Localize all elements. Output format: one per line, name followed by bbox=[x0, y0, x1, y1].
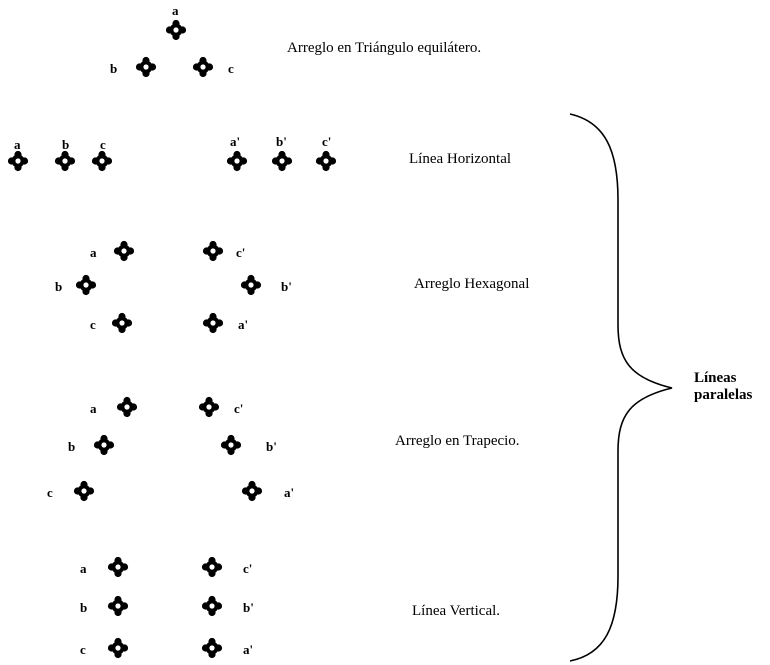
label-b-prime: b' bbox=[281, 279, 292, 294]
conductor-icon bbox=[107, 595, 129, 617]
conductor-icon bbox=[240, 274, 262, 296]
horizontal-title: Línea Horizontal bbox=[409, 151, 512, 167]
conductor-icon bbox=[54, 150, 76, 172]
label-c: c bbox=[80, 642, 86, 657]
conductor-icon bbox=[315, 150, 337, 172]
conductor-icon bbox=[192, 56, 214, 78]
conductor-icon bbox=[201, 556, 223, 578]
label-a-prime: a' bbox=[243, 642, 254, 657]
conductor-icon bbox=[165, 19, 187, 41]
label-c: c bbox=[47, 485, 53, 500]
hexagonal-title: Arreglo Hexagonal bbox=[414, 276, 530, 292]
label-a: a bbox=[172, 3, 179, 18]
brace-label-line-2: paralelas bbox=[694, 387, 753, 404]
label-c: c bbox=[228, 61, 234, 76]
conductor-icon bbox=[202, 240, 224, 262]
triangle-title: Arreglo en Triángulo equilátero. bbox=[287, 40, 482, 56]
label-c: c bbox=[100, 137, 106, 152]
vertical-title: Línea Vertical. bbox=[412, 603, 501, 619]
label-a: a bbox=[90, 401, 97, 416]
conductor-icon bbox=[111, 312, 133, 334]
conductor-icon bbox=[73, 480, 95, 502]
conductor-icon bbox=[241, 480, 263, 502]
label-b: b bbox=[110, 61, 118, 76]
label-a-prime: a' bbox=[284, 485, 295, 500]
conductor-icon bbox=[91, 150, 113, 172]
label-b: b bbox=[62, 137, 70, 152]
conductor-icon bbox=[107, 556, 129, 578]
label-c-prime: c' bbox=[322, 134, 332, 149]
label-a: a bbox=[14, 137, 21, 152]
conductor-icon bbox=[198, 396, 220, 418]
conductor-icon bbox=[107, 637, 129, 659]
conductor-icon bbox=[75, 274, 97, 296]
label-c-prime: c' bbox=[236, 245, 246, 260]
label-a: a bbox=[80, 561, 87, 576]
conductor-icon bbox=[202, 312, 224, 334]
label-a: a bbox=[90, 245, 97, 260]
conductor-icon bbox=[271, 150, 293, 172]
label-c-prime: c' bbox=[234, 401, 244, 416]
conductor-icon bbox=[135, 56, 157, 78]
conductor-icon bbox=[7, 150, 29, 172]
conductor-icon bbox=[113, 240, 135, 262]
brace-label-line-1: Líneas bbox=[694, 370, 737, 386]
label-b: b bbox=[68, 439, 76, 454]
label-a-prime: a' bbox=[238, 317, 249, 332]
label-c-prime: c' bbox=[243, 561, 253, 576]
trapezoid-title: Arreglo en Trapecio. bbox=[395, 433, 520, 449]
label-b: b bbox=[55, 279, 63, 294]
conductor-icon bbox=[93, 434, 115, 456]
label-b: b bbox=[80, 600, 88, 615]
label-b-prime: b' bbox=[276, 134, 287, 149]
label-a-prime: a' bbox=[230, 134, 241, 149]
curly-brace-icon bbox=[569, 113, 673, 662]
brace-label: Líneas paralelas bbox=[694, 370, 752, 405]
label-c: c bbox=[90, 317, 96, 332]
conductor-icon bbox=[201, 637, 223, 659]
label-b-prime: b' bbox=[266, 439, 277, 454]
conductor-icon bbox=[220, 434, 242, 456]
conductor-icon bbox=[226, 150, 248, 172]
label-b-prime: b' bbox=[243, 600, 254, 615]
conductor-icon bbox=[201, 595, 223, 617]
conductor-icon bbox=[116, 396, 138, 418]
